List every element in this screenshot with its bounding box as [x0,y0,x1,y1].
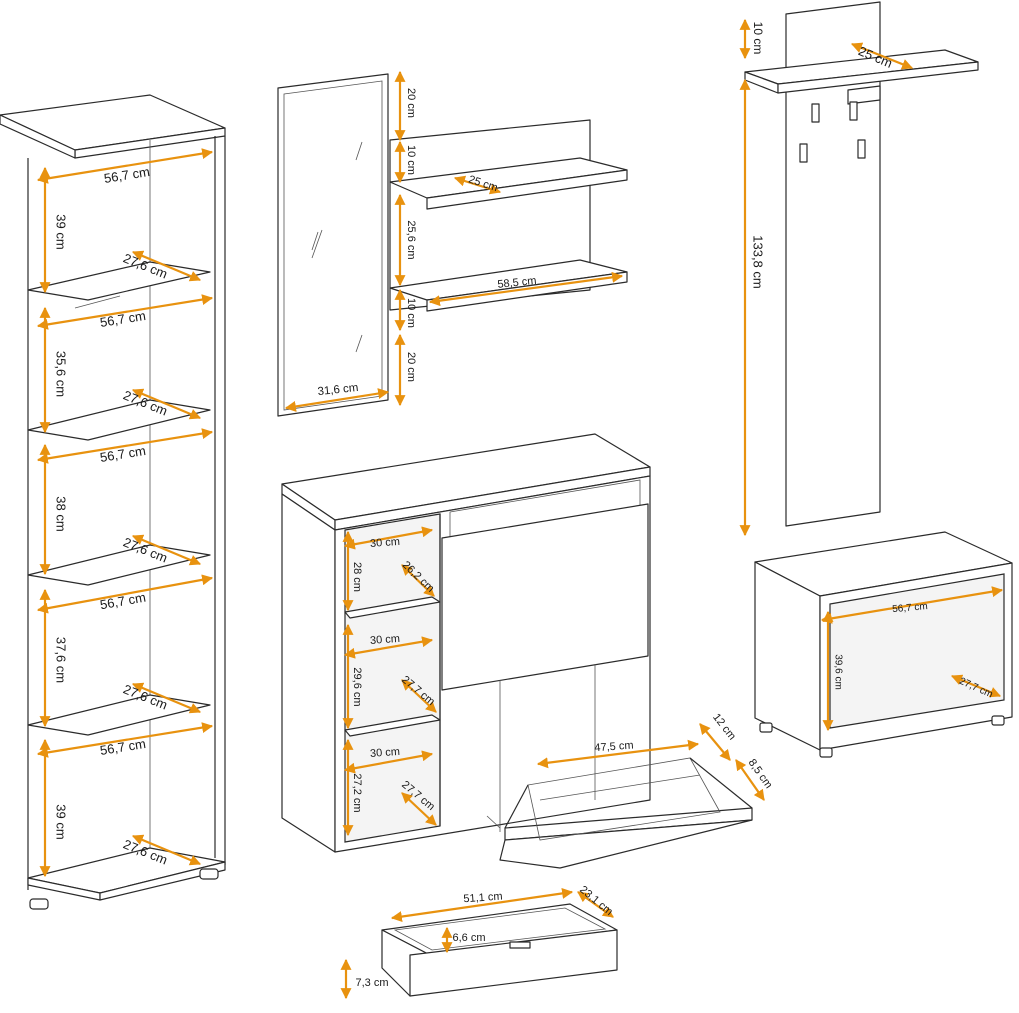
shoe-cabinet-width-2-dimension-line [343,636,434,659]
bookcase-width-3-dimension-line [36,428,214,464]
wall-shelf-width-label: 58,5 cm [497,275,537,291]
drawer-inner-height-label: 6,6 cm [452,932,485,944]
bookcase-depth-1-dimension-line [131,250,202,282]
bookcase [0,94,226,910]
shoe-cabinet-width-2-label: 30 cm [370,633,401,647]
mirror [277,73,389,417]
flap-height-label: 8,5 cm [746,757,775,791]
wall-shelf-board-thickness-bottom-label: 10 cm [405,298,417,328]
drawer [381,903,618,997]
bookcase-width-5-dimension-line [36,722,214,758]
shoe-cabinet [281,433,651,853]
wall-shelf-bottom-gap-label: 20 cm [405,352,417,382]
shoe-cabinet-height-2-label: 29,6 cm [351,667,363,706]
drawer-width-dimension-line [390,887,574,923]
bench-depth-dimension-line [950,674,1002,698]
flap-width-dimension-line [536,739,700,769]
bench-height-label: 39,6 cm [832,654,843,690]
bookcase-width-3-label: 56,7 cm [99,443,147,465]
wall-shelf-spacing-label: 25,6 cm [405,220,417,259]
drawer-depth-dimension-line [577,891,614,918]
bookcase-width-5-label: 56,7 cm [99,736,147,758]
bookcase-width-4-dimension-line [36,574,214,614]
coat-rack-depth-dimension-line [850,42,914,70]
flap-depth-dimension-line [699,723,731,761]
shoe-cabinet-depth-1-dimension-line [401,564,435,597]
shoe-cabinet-height-3-label: 27,2 cm [351,773,363,812]
flap-depth-label: 12 cm [710,711,738,742]
shoe-cabinet-width-1-label: 30 cm [370,536,401,550]
shoe-cabinet-depth-3-dimension-line [401,792,437,826]
coat-rack-height-label: 133,8 cm [751,235,766,288]
bookcase-width-2-dimension-line [36,294,214,330]
bookcase-depth-5-dimension-line [131,834,202,866]
wall-shelf-top-gap-label: 20 cm [405,88,417,118]
wall-shelf-board-thickness-top-label: 10 cm [405,145,417,175]
bookcase-height-1-label: 39 cm [54,214,69,249]
mirror-width-label: 31,6 cm [317,382,359,398]
shoe-cabinet-depth-2-dimension-line [401,679,437,713]
coat-rack-shelf-height-label: 10 cm [751,22,765,55]
bookcase-depth-3-dimension-line [131,534,202,566]
shoe-cabinet-width-1-dimension-line [343,526,434,550]
bookcase-width-4-label: 56,7 cm [99,590,147,613]
bookcase-height-2-label: 35,6 cm [54,351,69,397]
wall-shelf-width-dimension-line [428,271,624,307]
drawer-height-label: 7,3 cm [355,977,388,989]
shoe-cabinet-width-3-dimension-line [343,750,434,774]
bookcase-depth-4-dimension-line [131,682,202,714]
flap-width-label: 47,5 cm [594,740,634,755]
bookcase-width-2-label: 56,7 cm [99,308,147,330]
bookcase-width-1-label: 56,7 cm [103,164,151,186]
flap-height-dimension-line [735,759,765,801]
bookcase-width-1-dimension-line [36,148,214,184]
bookcase-height-5-label: 39 cm [54,804,69,839]
drawer-width-label: 51,1 cm [463,891,503,906]
bench-width-label: 56,7 cm [892,601,928,615]
bench [754,531,1013,758]
bookcase-height-4-label: 37,6 cm [54,637,69,683]
mirror-width-dimension-line [284,388,390,412]
bookcase-height-3-label: 38 cm [54,496,69,531]
shoe-cabinet-width-3-label: 30 cm [370,746,401,760]
coat-rack [744,1,979,527]
wall-shelf-depth-dimension-line [453,175,502,195]
shoe-cabinet-height-1-label: 28 cm [351,562,363,592]
bookcase-depth-2-dimension-line [131,388,202,420]
bench-width-dimension-line [820,586,1004,624]
